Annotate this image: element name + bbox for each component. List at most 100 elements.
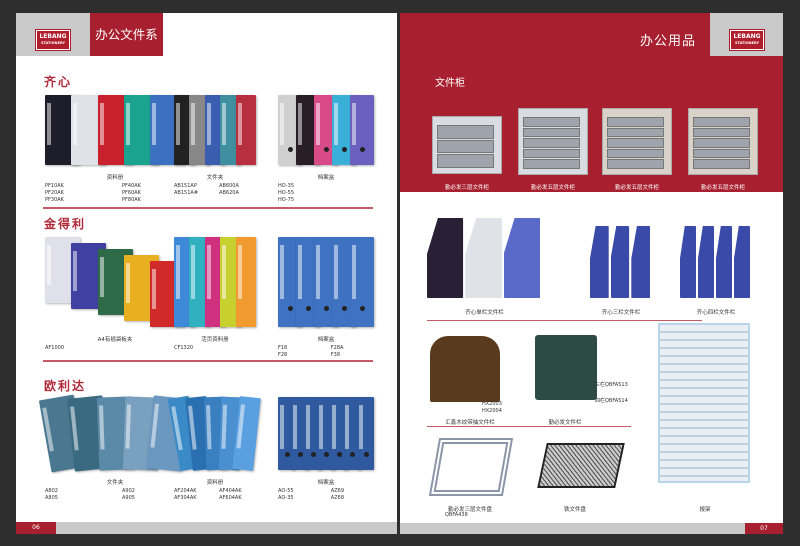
product-code: AF604AK [219, 495, 242, 501]
product-code: PF80AK [122, 197, 141, 203]
page-number: 06 [16, 522, 56, 534]
product-caption: 档案盒 [317, 337, 335, 343]
drawer [693, 148, 751, 159]
product-code: AO-35 [278, 495, 294, 501]
product-image [174, 237, 256, 327]
product-code: AB600A [219, 183, 239, 189]
product-code: AZ68 [330, 495, 345, 501]
product-caption: 活页资料册 [201, 337, 229, 343]
product-code: AB151A# [174, 190, 199, 196]
product-code: HO-75 [278, 197, 295, 203]
product-code: HO-35 [278, 183, 295, 189]
brand-section-title: 欧利达 [44, 379, 87, 393]
brand-section-title: 齐心 [44, 75, 73, 89]
product-item [291, 397, 309, 470]
wood-holder-code: HX2004 [482, 408, 502, 414]
product-caption: 档案盒 [317, 480, 335, 486]
product-image [174, 95, 256, 165]
product-caption: 文件夹 [206, 175, 224, 181]
file-holder-image [590, 218, 652, 298]
holder-item [680, 226, 696, 298]
green-file-holder-image [535, 335, 597, 400]
drawer [437, 154, 495, 168]
drawer [437, 139, 495, 154]
tray-image [428, 438, 514, 496]
product-caption: 档案盒 [317, 175, 335, 181]
product-code: PF20AK [45, 190, 64, 196]
product-code: AB620A [219, 190, 239, 196]
drawer [607, 138, 665, 148]
product-image [167, 395, 260, 472]
holder-item [716, 226, 732, 298]
drawer [693, 138, 751, 148]
product-caption: 勤必发文件栏 [548, 420, 582, 426]
section-title-cabinets: 文件柜 [435, 78, 465, 89]
product-item [235, 95, 256, 165]
product-image [278, 397, 374, 470]
product-caption: A4有插袋板夹 [97, 337, 133, 343]
product-code: AZ69 [330, 488, 345, 494]
footer-bar [400, 523, 783, 534]
product-code: A905 [122, 495, 135, 501]
product-item [235, 237, 256, 327]
drawer [523, 159, 581, 169]
cabinet-caption: 勤必发五层文件柜 [614, 185, 659, 191]
product-caption: 文件夹 [106, 480, 124, 486]
product-image [278, 237, 374, 327]
divider [427, 320, 702, 321]
product-code: F18 [278, 345, 288, 351]
page-title: 办公用品 [640, 34, 697, 49]
drawer [607, 117, 665, 127]
product-code: AF304AK [174, 495, 197, 501]
iron-tray-image [537, 443, 625, 488]
product-code: A805 [45, 495, 58, 501]
tray-code: QBFA438 [445, 512, 468, 518]
holder-item [631, 226, 650, 298]
holder-item [503, 218, 540, 298]
product-image [45, 237, 185, 327]
product-code: AO-55 [278, 488, 294, 494]
section-divider [43, 207, 373, 209]
holder-caption: 齐心四栏文件栏 [696, 310, 736, 316]
product-image [278, 95, 374, 165]
drawer [523, 148, 581, 159]
drawer [523, 117, 581, 127]
product-item [350, 95, 374, 165]
file-cabinet-image [602, 108, 672, 175]
file-cabinet-image [518, 108, 588, 175]
product-image [38, 394, 189, 473]
holder-item [427, 218, 464, 298]
drawer [693, 159, 751, 169]
product-code: AF1000 [45, 345, 65, 351]
drawer [607, 127, 665, 138]
product-code: F28 [278, 352, 288, 358]
product-caption: 资料册 [106, 175, 124, 181]
product-item [304, 397, 322, 470]
green-holder-code: 三栏QBFA513 [595, 382, 628, 388]
product-code: AF204AK [174, 488, 197, 494]
cabinet-caption: 勤必发五层文件柜 [700, 185, 745, 191]
drawer [523, 127, 581, 138]
product-code: AB151AP [174, 183, 197, 189]
drawer [693, 117, 751, 127]
product-item [350, 237, 374, 327]
drawer [437, 125, 495, 139]
section-divider [43, 360, 373, 362]
product-code: PF10AK [45, 183, 64, 189]
drawer [693, 127, 751, 138]
product-caption: 勤必发三层文件盘 [447, 507, 492, 513]
product-code: F28A [330, 345, 344, 351]
holder-caption: 齐心三栏文件栏 [601, 310, 641, 316]
product-code: CF1320 [174, 345, 194, 351]
drawer [607, 159, 665, 169]
drawer [523, 138, 581, 148]
product-code: A902 [122, 488, 135, 494]
product-item [356, 397, 374, 470]
holder-item [734, 226, 750, 298]
holder-item [698, 226, 714, 298]
product-code: PF40AK [122, 183, 141, 189]
product-caption: 报架 [699, 507, 711, 513]
